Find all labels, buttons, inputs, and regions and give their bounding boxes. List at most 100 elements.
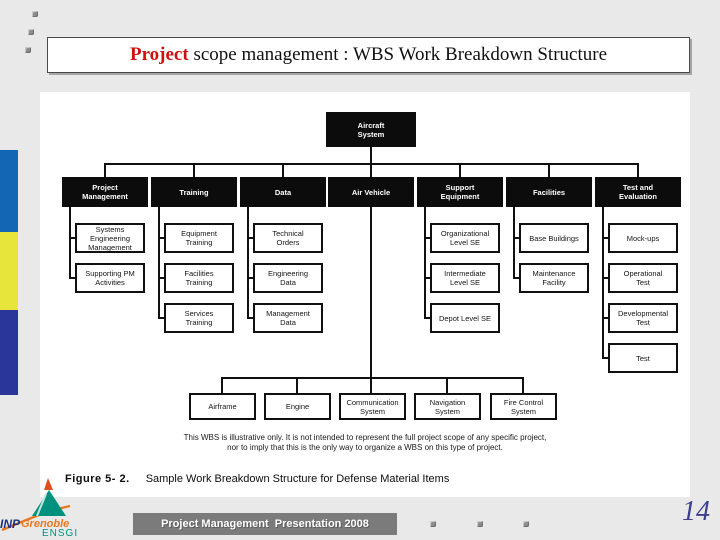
connector-line: [370, 165, 372, 177]
inp-ensgi-logo-icon: [1, 478, 71, 532]
connector-line: [69, 277, 76, 279]
wbs-node-communication-system: Communication System: [339, 393, 406, 420]
wbs-node-label: Data: [274, 187, 292, 197]
wbs-node-base-buildings: Base Buildings: [519, 223, 589, 253]
logo-ensgi-text: ENSGI: [42, 528, 79, 539]
wbs-node-label: Facilities: [532, 187, 566, 197]
connector-line: [424, 277, 431, 279]
bullet-dot: [32, 11, 38, 17]
connector-line: [282, 165, 284, 177]
connector-line: [424, 237, 431, 239]
wbs-node-depot-level-se: Depot Level SE: [430, 303, 500, 333]
sidebar-stripe-yellow: [0, 232, 18, 310]
wbs-node-label: Services Training: [184, 309, 214, 327]
wbs-node-label: Management Data: [266, 309, 310, 327]
wbs-node-test: Test: [608, 343, 678, 373]
connector-line: [602, 207, 604, 359]
wbs-node-label: Operational Test: [623, 269, 663, 287]
sidebar-stripe-blue: [0, 150, 18, 232]
wbs-node-support-equipment: Support Equipment: [417, 177, 503, 207]
figure-caption-text: Sample Work Breakdown Structure for Defe…: [145, 473, 450, 485]
connector-line: [370, 379, 372, 393]
wbs-node-label: Test: [636, 353, 650, 363]
wbs-node-operational-test: Operational Test: [608, 263, 678, 293]
wbs-node-mock-ups: Mock-ups: [608, 223, 678, 253]
wbs-node-services-training: Services Training: [164, 303, 234, 333]
connector-line: [513, 237, 520, 239]
wbs-node-label: Facilities Training: [184, 269, 214, 287]
connector-line: [69, 207, 71, 279]
connector-line: [221, 377, 524, 379]
logo-inp-text: INP: [0, 517, 21, 531]
page-number: 14: [682, 496, 710, 527]
connector-line: [548, 165, 550, 177]
wbs-node-root: Aircraft System: [326, 112, 416, 147]
wbs-node-intermediate-level-se: Intermediate Level SE: [430, 263, 500, 293]
connector-line: [637, 165, 639, 177]
wbs-node-engine: Engine: [264, 393, 331, 420]
wbs-node-fire-control-system: Fire Control System: [490, 393, 557, 420]
wbs-node-label: Airframe: [208, 402, 237, 411]
connector-line: [602, 237, 609, 239]
footer-dot: [477, 521, 483, 527]
connector-line: [446, 379, 448, 393]
footer-bar: Project Management Presentation 2008: [133, 513, 397, 535]
connector-line: [424, 207, 426, 319]
connector-line: [158, 277, 165, 279]
wbs-node-organizational-level-se: Organizational Level SE: [430, 223, 500, 253]
wbs-node-systems-engineering-management: Systems Engineering Management: [75, 223, 145, 253]
wbs-node-navigation-system: Navigation System: [414, 393, 481, 420]
wbs-node-label: Developmental Test: [617, 309, 669, 327]
connector-line: [370, 207, 372, 379]
figure-label: Figure 5- 2.: [65, 473, 130, 485]
connector-line: [221, 379, 223, 393]
wbs-node-label: Mock-ups: [626, 233, 660, 243]
wbs-node-label: Training: [179, 187, 209, 197]
slide-title-rest: scope management : WBS Work Breakdown St…: [188, 44, 608, 65]
wbs-node-air-vehicle: Air Vehicle: [328, 177, 414, 207]
wbs-node-label: Navigation System: [429, 397, 466, 416]
connector-line: [522, 379, 524, 393]
bullet-dot: [28, 29, 34, 35]
wbs-node-supporting-pm-activities: Supporting PM Activities: [75, 263, 145, 293]
footer-dot: [523, 521, 529, 527]
wbs-node-label: Supporting PM Activities: [85, 269, 135, 287]
connector-line: [602, 277, 609, 279]
connector-line: [158, 317, 165, 319]
wbs-node-label: Test and Evaluation: [619, 183, 657, 201]
wbs-node-label: Communication System: [346, 397, 399, 416]
connector-line: [247, 237, 254, 239]
wbs-node-label: Project Management: [82, 183, 128, 201]
wbs-node-label: Depot Level SE: [438, 313, 492, 323]
connector-line: [296, 379, 298, 393]
figure-caption: Figure 5- 2. Sample Work Breakdown Struc…: [65, 473, 449, 485]
slide-title: Project scope management : WBS Work Brea…: [47, 37, 690, 73]
footer-label: Project Management Presentation 2008: [161, 518, 369, 530]
wbs-note-line2: nor to imply that this is the only way t…: [227, 443, 503, 452]
connector-line: [247, 277, 254, 279]
connector-line: [602, 357, 609, 359]
wbs-node-facilities: Facilities: [506, 177, 592, 207]
connector-line: [424, 317, 431, 319]
wbs-node-management-data: Management Data: [253, 303, 323, 333]
footer-dot: [430, 521, 436, 527]
connector-line: [193, 165, 195, 177]
connector-line: [158, 237, 165, 239]
connector-line: [104, 165, 106, 177]
wbs-node-label: Fire Control System: [503, 397, 544, 416]
wbs-node-label: Base Buildings: [529, 233, 579, 243]
wbs-node-label: Engine: [285, 402, 310, 411]
wbs-node-test-evaluation: Test and Evaluation: [595, 177, 681, 207]
connector-line: [158, 207, 160, 319]
wbs-node-label: Equipment Training: [181, 229, 217, 247]
wbs-node-label: Organizational Level SE: [440, 229, 490, 247]
connector-line: [513, 277, 520, 279]
connector-line: [104, 163, 639, 165]
wbs-node-label: Aircraft System: [357, 120, 385, 139]
wbs-node-developmental-test: Developmental Test: [608, 303, 678, 333]
wbs-node-airframe: Airframe: [189, 393, 256, 420]
connector-line: [247, 207, 249, 319]
wbs-node-label: Support Equipment: [440, 183, 480, 201]
connector-line: [513, 207, 515, 279]
connector-line: [459, 165, 461, 177]
